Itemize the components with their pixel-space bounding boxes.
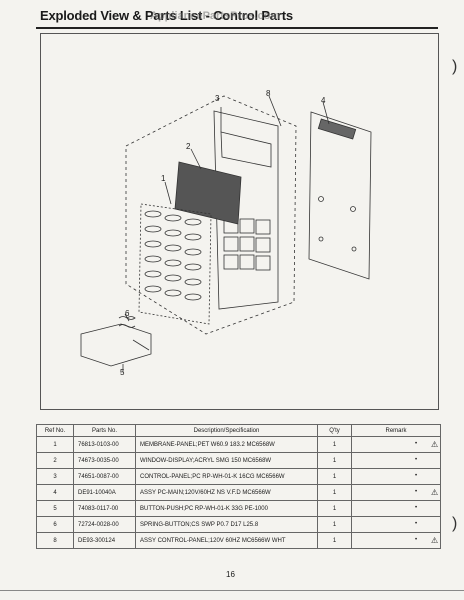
table-header-row: Ref No. Parts No. Description/Specificat… (36, 424, 441, 437)
bottom-divider (0, 590, 464, 591)
header-description: Description/Specification (135, 424, 318, 437)
header-parts-no: Parts No. (73, 424, 136, 437)
exploded-view-diagram: 3 8 4 2 1 6 5 (40, 33, 439, 410)
cell-part-no: DE93-300124 (73, 532, 136, 549)
leader-line (190, 148, 202, 170)
cell-ref: 3 (36, 468, 74, 485)
cell-remark: •⚠ (351, 436, 441, 453)
title-divider (36, 27, 438, 29)
cell-description: CONTROL-PANEL;PC RP-WH-01-K 16CG MC6566W (135, 468, 318, 485)
exploded-view-drawing (80, 95, 372, 372)
cell-remark: • (351, 516, 441, 533)
cell-ref: 4 (36, 484, 74, 501)
bullet-icon: • (415, 537, 418, 543)
cell-qty: 1 (317, 436, 352, 453)
callout-label: 8 (266, 89, 271, 98)
membrane-panel-part (138, 203, 212, 325)
cell-ref: 5 (36, 500, 74, 517)
header-ref-no: Ref No. (36, 424, 74, 437)
cell-qty: 1 (317, 468, 352, 485)
callout-label: 2 (186, 142, 191, 151)
bullet-icon: • (415, 457, 418, 463)
cell-part-no: 74651-0087-00 (73, 468, 136, 485)
cell-ref: 8 (36, 532, 74, 549)
cell-description: ASSY PC-MAIN;120V/60HZ NS V.F.D MC6566W (135, 484, 318, 501)
cell-description: WINDOW-DISPLAY;ACRYL SMG 150 MC6568W (135, 452, 318, 469)
header-qty: Q'ty (317, 424, 352, 437)
control-panel-part (213, 110, 279, 310)
warning-icon: ⚠ (431, 488, 439, 497)
table-row: 2 74673-0035-00 WINDOW-DISPLAY;ACRYL SMG… (36, 452, 441, 469)
cell-ref: 6 (36, 516, 74, 533)
bullet-icon: • (415, 521, 418, 527)
cell-qty: 1 (317, 516, 352, 533)
leader-line (268, 95, 282, 127)
parts-list-table: Ref No. Parts No. Description/Specificat… (36, 424, 441, 549)
cell-qty: 1 (317, 500, 352, 517)
table-row: 5 74083-0117-00 BUTTON-PUSH;PC RP-WH-01-… (36, 500, 441, 517)
cell-remark: • (351, 452, 441, 469)
cell-qty: 1 (317, 452, 352, 469)
cell-part-no: 72724-0028-00 (73, 516, 136, 533)
pc-main-board-part (308, 111, 372, 280)
cell-description: SPRING-BUTTON;CS SWP P0.7 D17 L25.8 (135, 516, 318, 533)
page-title: Exploded View & Parts List - Control Par… (40, 8, 293, 23)
cell-ref: 1 (36, 436, 74, 453)
push-button-part (80, 323, 152, 367)
table-row: 4 DE91-10040A ASSY PC-MAIN;120V/60HZ NS … (36, 484, 441, 501)
cell-ref: 2 (36, 452, 74, 469)
bullet-icon: • (415, 441, 418, 447)
margin-parenthesis: ) (452, 58, 458, 75)
cell-remark: • (351, 468, 441, 485)
callout-label: 3 (215, 94, 220, 103)
leader-line (164, 181, 172, 205)
bullet-icon: • (415, 489, 418, 495)
warning-icon: ⚠ (431, 536, 439, 545)
margin-parenthesis: ) (452, 515, 458, 532)
cell-qty: 1 (317, 484, 352, 501)
display-window-part (174, 161, 242, 225)
table-row: 8 DE93-300124 ASSY CONTROL-PANEL;120V 60… (36, 532, 441, 549)
cell-part-no: 76813-0103-00 (73, 436, 136, 453)
watermark: AppliancePartsPros.com (150, 10, 281, 22)
display-window-area (220, 131, 272, 168)
bullet-icon: • (415, 505, 418, 511)
cell-remark: • (351, 500, 441, 517)
cell-part-no: DE91-10040A (73, 484, 136, 501)
membrane-keys (144, 210, 202, 301)
table-row: 1 76813-0103-00 MEMBRANE-PANEL;PET W60.9… (36, 436, 441, 453)
panel-keys (223, 218, 271, 271)
cell-part-no: 74673-0035-00 (73, 452, 136, 469)
cell-description: MEMBRANE-PANEL;PET W60.9 183.2 MC6568W (135, 436, 318, 453)
callout-label: 5 (120, 368, 125, 377)
warning-icon: ⚠ (431, 440, 439, 449)
page-number: 16 (226, 570, 235, 579)
callout-label: 6 (125, 309, 130, 318)
leader-line (322, 101, 330, 125)
bullet-icon: • (415, 473, 418, 479)
cell-part-no: 74083-0117-00 (73, 500, 136, 517)
table-row: 3 74651-0087-00 CONTROL-PANEL;PC RP-WH-0… (36, 468, 441, 485)
callout-label: 1 (161, 174, 166, 183)
cell-remark: •⚠ (351, 484, 441, 501)
cell-description: ASSY CONTROL-PANEL;120V 60HZ MC6566W WHT (135, 532, 318, 549)
callout-label: 4 (321, 96, 326, 105)
cell-qty: 1 (317, 532, 352, 549)
header-remark: Remark (351, 424, 441, 437)
table-row: 6 72724-0028-00 SPRING-BUTTON;CS SWP P0.… (36, 516, 441, 533)
cell-description: BUTTON-PUSH;PC RP-WH-01-K 33G PE-1000 (135, 500, 318, 517)
assembly-outline (125, 95, 297, 335)
leader-line (124, 313, 130, 322)
spring-part (118, 316, 136, 328)
cell-remark: •⚠ (351, 532, 441, 549)
